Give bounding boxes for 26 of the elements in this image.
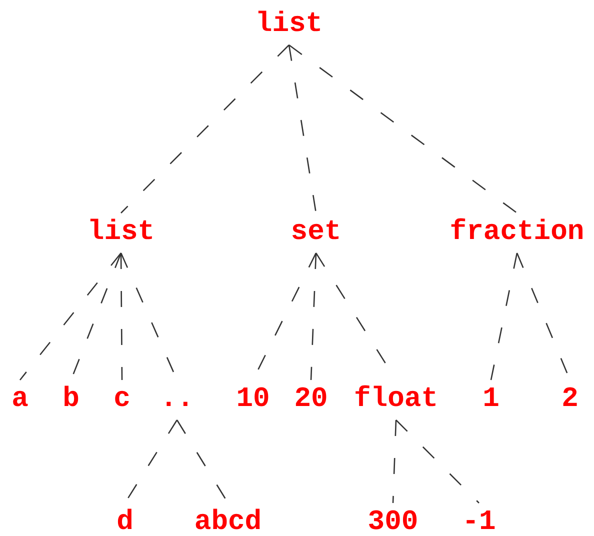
tree-node-label: 10 — [236, 386, 270, 414]
tree-branch-line — [490, 252, 518, 380]
tree-node-label: 20 — [294, 386, 328, 414]
tree-node-label: fraction — [450, 219, 584, 247]
tree-node-label: list — [87, 219, 155, 247]
tree-branch-line — [120, 253, 123, 380]
tree-node-label: a — [12, 386, 28, 414]
tree-node-label: d — [116, 509, 134, 536]
tree-branch-line — [288, 44, 518, 214]
tree-node-label: b — [62, 386, 80, 414]
tree-branch-line — [396, 420, 480, 504]
tree-node-label: 2 — [562, 386, 578, 414]
tree-node-label: -1 — [462, 509, 496, 536]
tree-node-label: list — [255, 11, 323, 39]
tree-node-label: 1 — [482, 386, 500, 414]
tree-node-label: 300 — [368, 509, 418, 536]
tree-node-label: c — [114, 386, 130, 414]
tree-node-label: set — [290, 219, 342, 247]
tree-branch-line — [288, 44, 317, 214]
tree-node-label: .. — [160, 386, 194, 414]
tree-branch-line — [20, 252, 122, 380]
tree-node-label: abcd — [194, 509, 262, 536]
tree-branch-line — [120, 44, 290, 214]
tree-branch-line — [392, 420, 397, 504]
tree-node-label: float — [354, 386, 438, 414]
tree-branch-line — [310, 252, 317, 380]
